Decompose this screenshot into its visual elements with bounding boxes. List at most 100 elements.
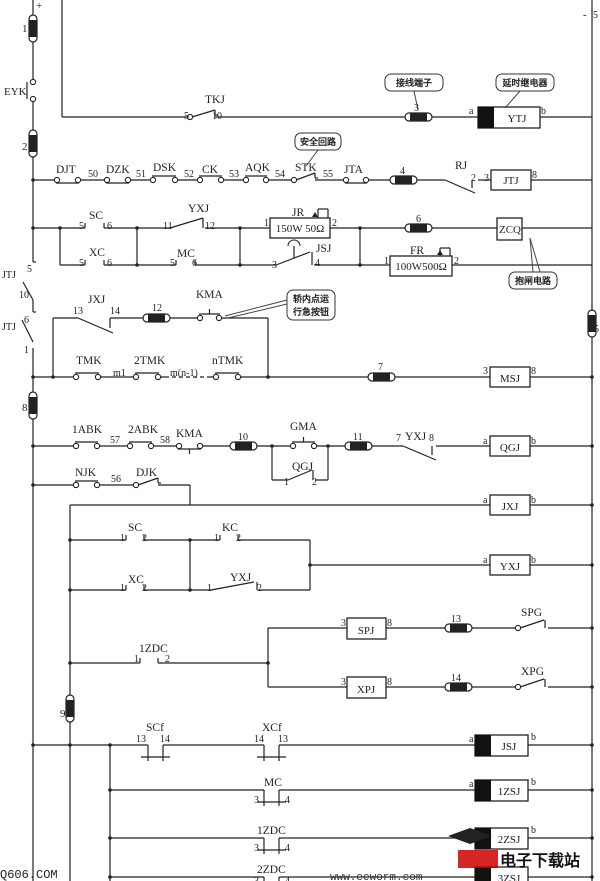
wire-53: 53 <box>229 169 239 180</box>
yxj-coil-label: YXJ <box>500 561 521 573</box>
jxj-terminal-a: 13 <box>73 306 83 317</box>
xpg-label: XPG <box>521 666 544 678</box>
dzk-label: DZK <box>106 164 130 176</box>
xc2-terminal-b: 2 <box>142 583 147 594</box>
tkj-terminal-a: 5 <box>184 111 189 122</box>
contact-terminal <box>126 442 134 450</box>
zcq-coil <box>496 217 523 241</box>
jsj-contact <box>275 251 311 266</box>
qgj-coil <box>489 435 531 457</box>
junction-dot <box>358 263 362 267</box>
fuse-11-label: 11 <box>353 432 363 443</box>
contact-terminal <box>94 373 102 381</box>
contact-terminal <box>154 373 162 381</box>
callout-brake-circuit-text: 抱闸电路 <box>515 275 552 287</box>
fuse-12-label: 12 <box>152 303 162 314</box>
sc-terminal-b: 6 <box>107 221 112 232</box>
yxj-terminal-b: 12 <box>205 221 215 232</box>
yxj3-contact <box>210 581 255 591</box>
contact-gap <box>288 478 315 482</box>
junction-dot <box>188 538 192 542</box>
msj-terminal-a: 3 <box>483 366 488 377</box>
contact-gap <box>264 875 279 879</box>
spj-coil <box>346 617 387 640</box>
zsj3-coil-label: 3ZSJ <box>498 873 521 881</box>
jsj-coil-terminal-a: a <box>469 734 474 745</box>
jxj-coil-terminal-b: b <box>531 495 536 506</box>
contact-gap <box>57 178 78 182</box>
contact-gap <box>293 444 314 448</box>
contact-terminal <box>514 683 522 691</box>
yxj-terminal-a: 11 <box>163 221 173 232</box>
jsj-terminal-b: 4 <box>315 258 320 269</box>
mc2-terminal-a: 3 <box>254 795 259 806</box>
junction-dot <box>68 538 72 542</box>
contact-gap <box>200 316 219 320</box>
msj-terminal-b: 8 <box>531 366 536 377</box>
njk-label: NJK <box>75 467 97 479</box>
contact-gap <box>264 836 279 840</box>
jsj-coil-core <box>475 735 491 756</box>
mc-label: MC <box>177 248 195 260</box>
aqk-label: AQK <box>245 162 271 174</box>
contact-gap <box>518 626 548 630</box>
wire-50: 50 <box>88 169 98 180</box>
ytj-terminal-b: b <box>541 106 546 117</box>
rj-contact <box>444 179 476 194</box>
fuse-4-body <box>395 176 412 184</box>
junction-dot <box>188 588 192 592</box>
xc2-terminal-a: 1 <box>120 583 125 594</box>
zsj2-terminal-a: a <box>469 827 474 838</box>
fuse-6-label: 6 <box>416 214 421 225</box>
zdc2-terminal-a: 3 <box>254 876 259 881</box>
yxj-coil-terminal-b: b <box>531 555 536 566</box>
contact-gap <box>126 538 144 542</box>
djk-label: DJK <box>136 467 158 479</box>
fuse-9-label: 9 <box>60 708 66 720</box>
fr-terminal-a: 1 <box>384 256 389 267</box>
junction-dot <box>308 563 312 567</box>
contact-gap <box>445 178 478 182</box>
fuse-8-body <box>29 397 37 414</box>
zsj3-coil-core <box>475 867 491 881</box>
kc-terminal-b: 2 <box>236 533 241 544</box>
mc2-label: MC <box>264 777 282 789</box>
jsj-coil-label: JSJ <box>502 741 517 753</box>
spj-terminal-a: 3 <box>341 618 346 629</box>
qgj-terminal-a: a <box>483 436 488 447</box>
contact-gap <box>294 178 315 182</box>
mc-terminal-b: 6 <box>192 258 197 269</box>
jtj-coil <box>490 169 532 191</box>
fuse-3-label: 3 <box>414 103 419 114</box>
fr-resistor-value: 100W500Ω <box>395 261 447 273</box>
mc-terminal-a: 5 <box>170 258 175 269</box>
callout-car-button: 轿内点运 行急按钮 <box>224 289 336 321</box>
fuse-8-label: 8 <box>22 402 28 414</box>
yxj3-label: YXJ <box>230 572 252 584</box>
contact-terminal <box>103 176 111 184</box>
xcf-label: XCf <box>262 722 282 734</box>
watermark-mortarboard-icon <box>448 828 492 844</box>
wire-52: 52 <box>184 169 194 180</box>
fuse-4-label: 4 <box>400 166 405 177</box>
junction-dot <box>238 263 242 267</box>
zdc1-terminal-a: 3 <box>254 843 259 854</box>
junction-dot <box>590 444 594 448</box>
tkj-contact <box>191 109 216 118</box>
junction-dot <box>31 483 35 487</box>
jxj-coil-label: JXJ <box>502 501 519 513</box>
zsj1-coil-label: 1ZSJ <box>498 786 521 798</box>
junction-dot <box>68 661 72 665</box>
yxj3-terminal-b: 2 <box>257 583 262 594</box>
contact-gap <box>130 444 151 448</box>
fuse-5-label: 5 <box>594 324 599 335</box>
contact-gap <box>85 226 104 230</box>
wire-58: 58 <box>160 435 170 446</box>
contact-terminal <box>132 373 140 381</box>
yxj2-label: YXJ <box>405 431 427 443</box>
stk-contact <box>295 172 316 181</box>
wire-55: 55 <box>323 169 333 180</box>
positive-rail-label: + <box>36 0 42 12</box>
tkj-label: TKJ <box>205 94 225 106</box>
contact-gap <box>78 316 110 320</box>
